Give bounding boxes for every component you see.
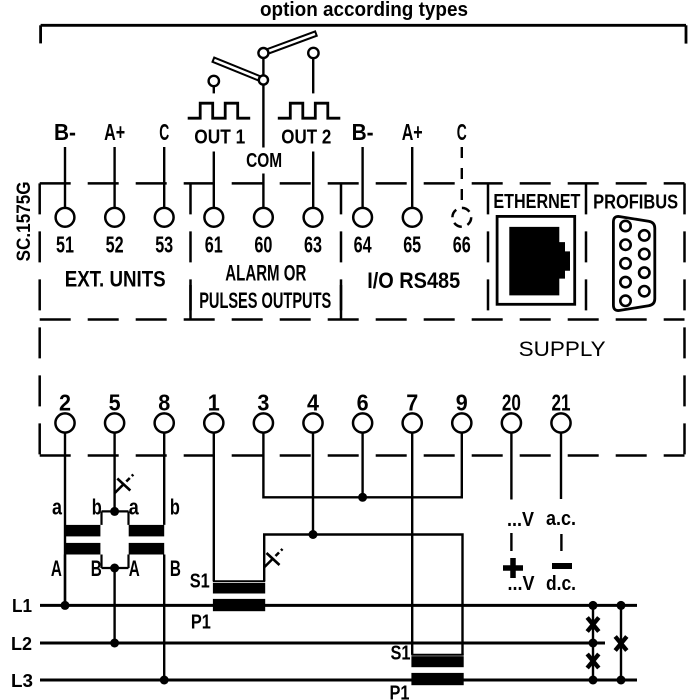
svg-text:PROFIBUS: PROFIBUS xyxy=(593,192,678,214)
svg-text:COM: COM xyxy=(246,150,282,172)
svg-text:6: 6 xyxy=(357,390,369,416)
svg-text:9: 9 xyxy=(456,390,468,416)
svg-text:OUT 2: OUT 2 xyxy=(281,127,331,149)
svg-text:L3: L3 xyxy=(11,670,33,691)
svg-text:SUPPLY: SUPPLY xyxy=(519,338,606,361)
svg-text:P1: P1 xyxy=(191,611,211,634)
svg-text:S1: S1 xyxy=(391,642,411,665)
svg-text:1: 1 xyxy=(208,390,220,416)
svg-text:S1: S1 xyxy=(190,569,210,592)
svg-text:A+: A+ xyxy=(104,119,125,145)
svg-text:b: b xyxy=(170,495,180,520)
svg-text:I/O RS485: I/O RS485 xyxy=(367,268,460,293)
svg-text:65: 65 xyxy=(403,232,421,258)
svg-text:B: B xyxy=(170,556,181,581)
svg-text:option according types: option according types xyxy=(260,0,468,21)
svg-text:53: 53 xyxy=(155,232,173,258)
svg-text:a: a xyxy=(129,495,140,520)
svg-text:b: b xyxy=(92,495,102,520)
svg-text:A+: A+ xyxy=(402,119,423,145)
svg-text:20: 20 xyxy=(502,390,521,416)
svg-text:63: 63 xyxy=(304,232,322,258)
svg-text:61: 61 xyxy=(205,232,223,258)
svg-text:PULSES OUTPUTS: PULSES OUTPUTS xyxy=(199,288,331,313)
svg-text:B-: B- xyxy=(54,119,76,145)
svg-text:A: A xyxy=(129,556,140,581)
svg-text:8: 8 xyxy=(158,390,170,416)
svg-text:a: a xyxy=(52,495,63,520)
svg-text:...V: ...V xyxy=(507,509,535,531)
svg-text:5: 5 xyxy=(109,390,121,416)
svg-text:4: 4 xyxy=(307,390,319,416)
svg-text:C: C xyxy=(159,119,169,145)
svg-text:ALARM OR: ALARM OR xyxy=(225,261,306,286)
svg-text:C: C xyxy=(457,119,467,145)
svg-text:L2: L2 xyxy=(11,633,32,654)
svg-text:B: B xyxy=(91,556,102,581)
svg-text:d.c.: d.c. xyxy=(546,573,576,595)
svg-text:2: 2 xyxy=(59,390,71,416)
svg-text:SC.1575G: SC.1575G xyxy=(14,181,35,261)
svg-text:A: A xyxy=(51,556,62,581)
svg-text:7: 7 xyxy=(406,390,418,416)
svg-text:51: 51 xyxy=(56,232,74,258)
svg-text:...V: ...V xyxy=(508,573,536,595)
svg-text:OUT 1: OUT 1 xyxy=(194,127,245,149)
svg-text:3: 3 xyxy=(257,390,269,416)
svg-text:ETHERNET: ETHERNET xyxy=(493,191,580,213)
svg-text:EXT. UNITS: EXT. UNITS xyxy=(65,267,166,292)
svg-text:64: 64 xyxy=(354,232,372,258)
svg-text:52: 52 xyxy=(106,232,124,258)
svg-text:21: 21 xyxy=(552,390,571,416)
svg-text:P1: P1 xyxy=(390,682,410,700)
svg-text:60: 60 xyxy=(254,232,272,258)
svg-text:B-: B- xyxy=(352,119,374,145)
svg-text:66: 66 xyxy=(453,232,471,258)
svg-text:a.c.: a.c. xyxy=(546,508,576,530)
svg-text:L1: L1 xyxy=(12,595,32,616)
